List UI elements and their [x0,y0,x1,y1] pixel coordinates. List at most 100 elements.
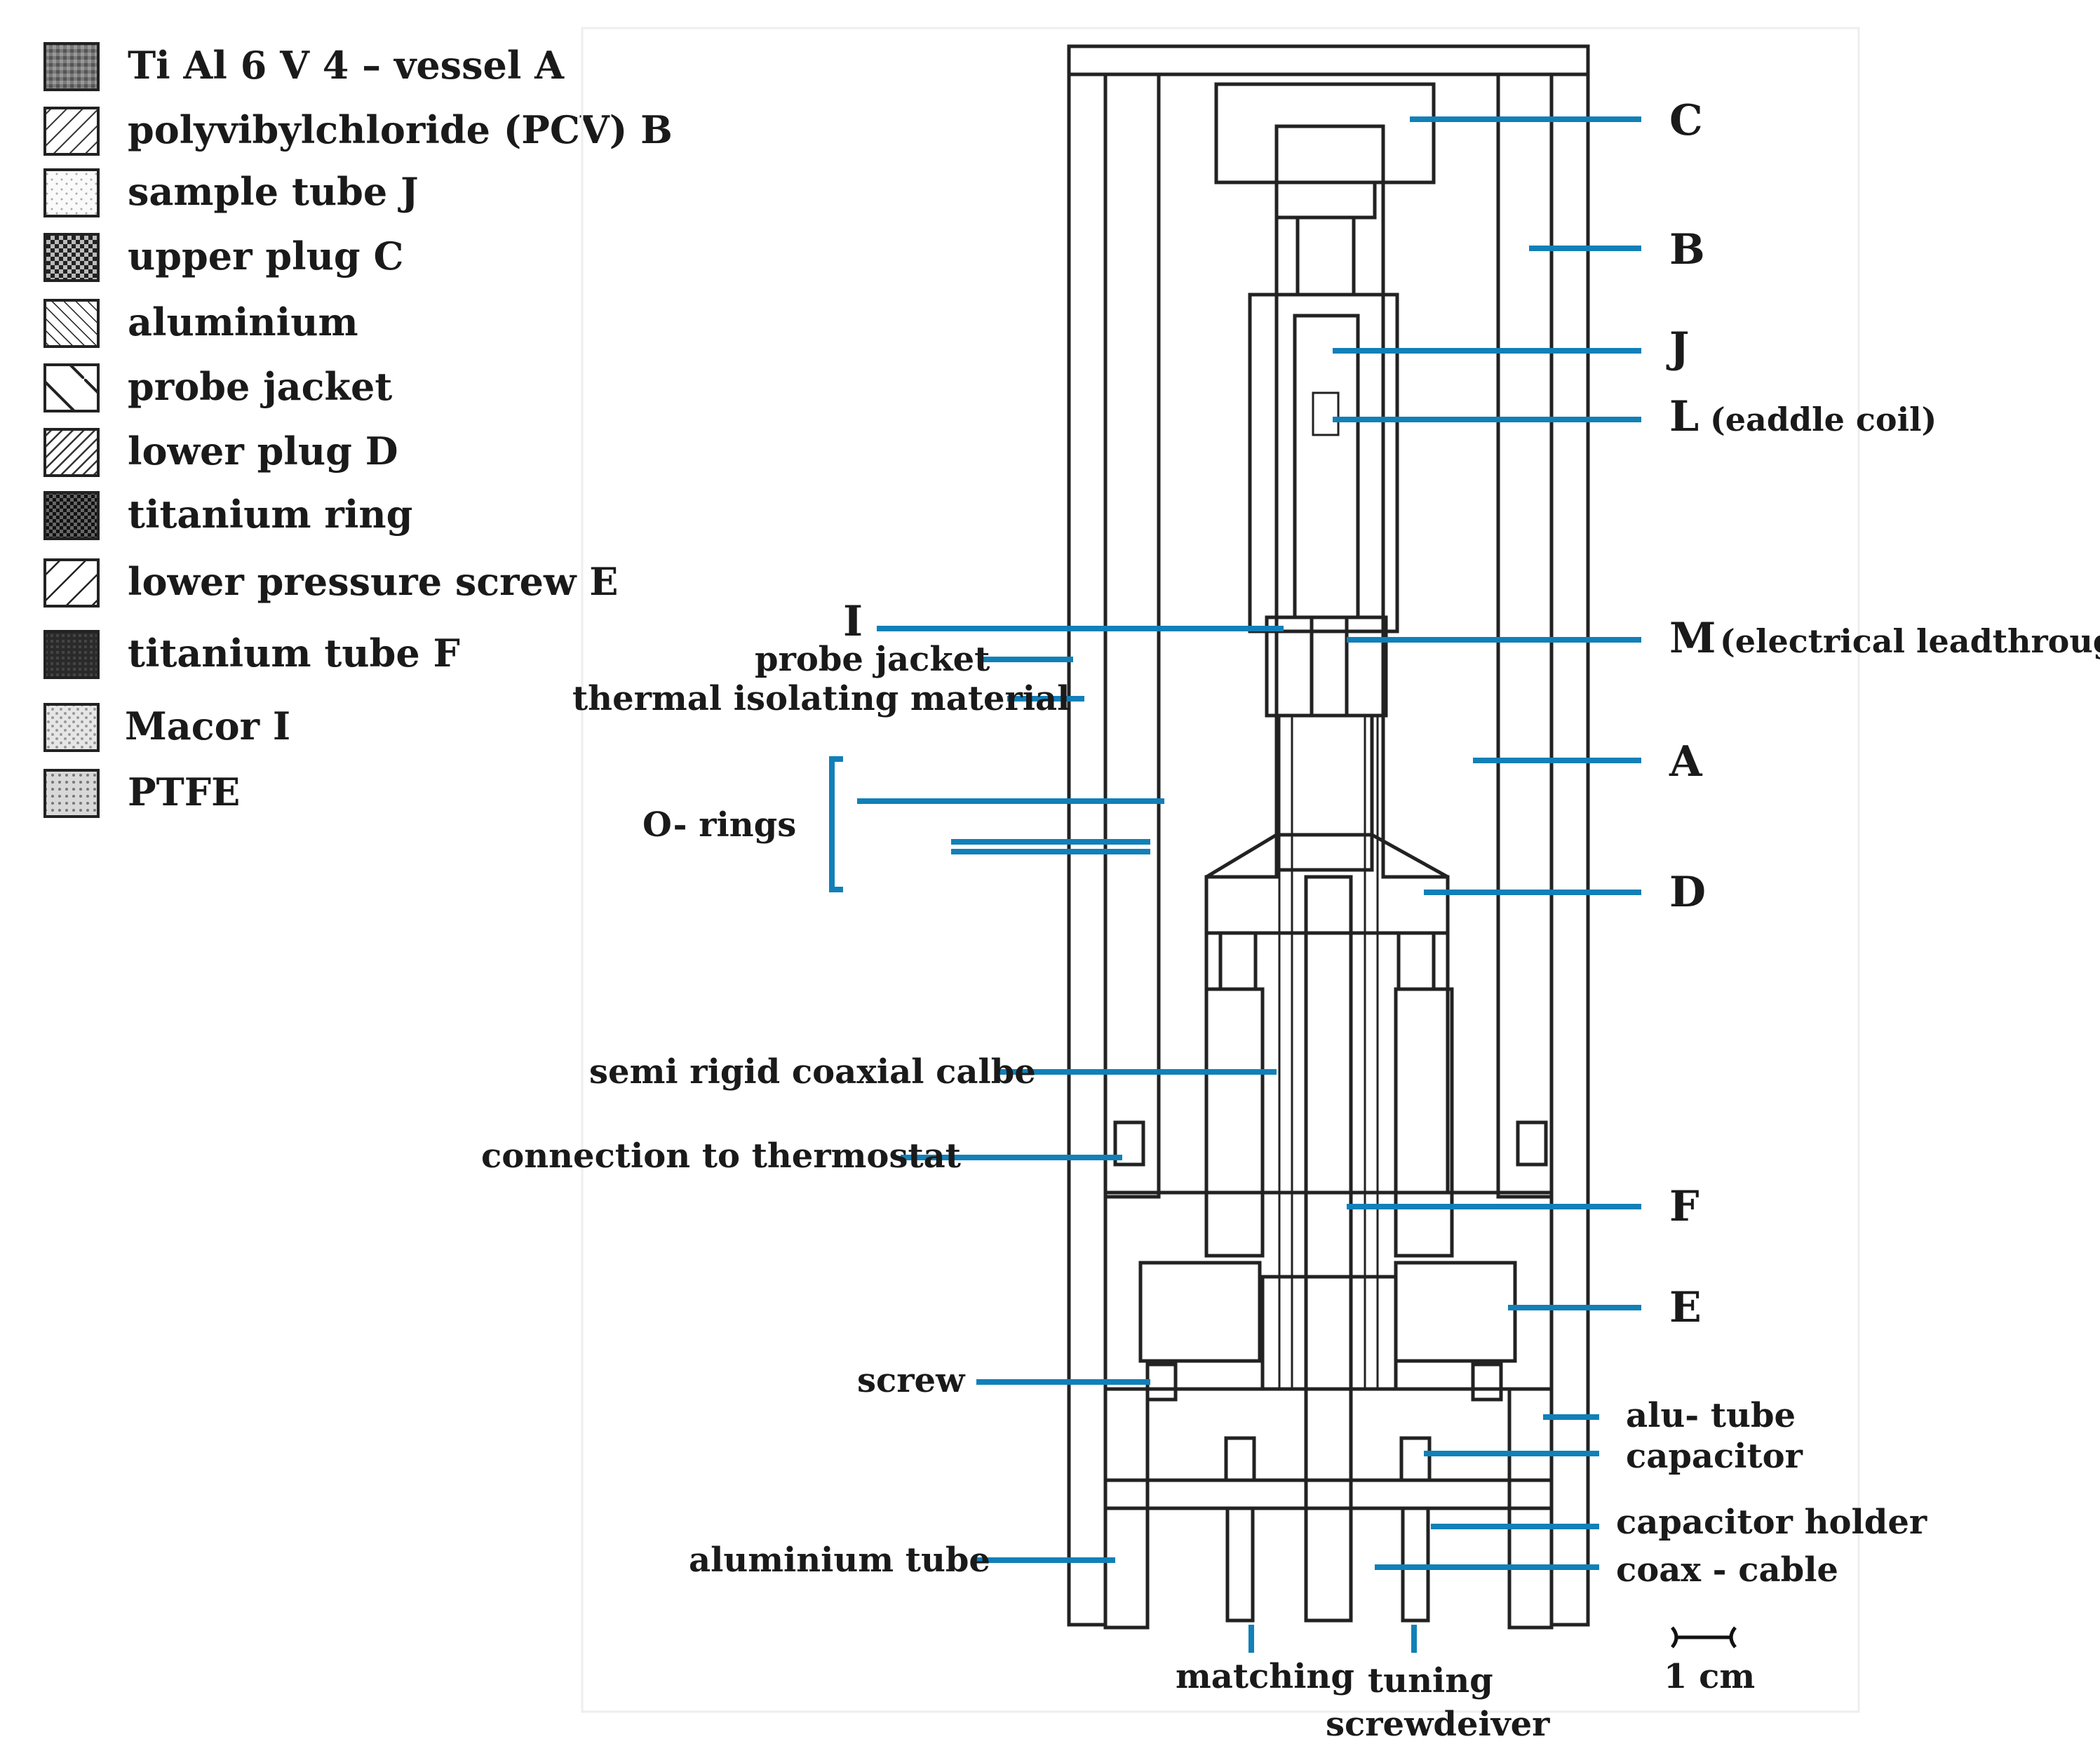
scale-label: 1 cm [1664,1657,1755,1696]
frame [581,27,1860,1713]
legend-swatch [43,703,100,752]
legend-item-tial-vessel: Ti Al 6 V 4 – vessel A [43,42,565,91]
aluminium-tube-right [1507,1387,1554,1630]
legend-label: Ti Al 6 V 4 – vessel A [128,43,565,88]
screw-left [1145,1362,1178,1402]
legend-item-titanium-tube: titanium tube F [43,630,460,679]
legend-label: sample tube J [128,169,419,214]
legend-item-probe-jacket: probe jacket [43,363,392,412]
legend-swatch [43,769,100,818]
legend-swatch [43,630,100,679]
upper-plug-c [1214,82,1436,184]
legend-item-pvc: polyvibylchloride (PCV) B [43,107,673,156]
label-f: F [1669,1182,1699,1231]
top-cap [1067,44,1590,76]
legend-swatch [43,42,100,91]
legend-item-ptfe: PTFE [43,769,240,818]
legend-item-upper-plug: upper plug C [43,233,403,282]
label-coax-cable: coax - cable [1616,1550,1838,1590]
pressure-screw-e-right [1394,1261,1517,1363]
left-labels: I probe jacket thermal isolating materia… [481,597,1070,1580]
capacitor [1399,1436,1432,1482]
coax-left [1278,714,1293,1390]
legend-swatch [43,428,100,477]
label-capacitor: capacitor [1626,1437,1803,1476]
label-d: D [1669,868,1706,917]
label-probe-jacket: probe jacket [755,640,990,679]
label-b: B [1669,225,1705,274]
pvc-left [1103,72,1161,1199]
legend-label: titanium ring [128,492,412,537]
capacitor-holder [1103,1478,1554,1510]
label-l-note: (eaddle coil) [1710,401,1937,438]
aluminium-tube-left [1103,1387,1150,1630]
upper-plug-stem [1295,215,1356,297]
screw-right [1471,1362,1503,1402]
legend-swatch [43,107,100,156]
legend-label: polyvibylchloride (PCV) B [128,107,673,152]
titanium-tube-f [1304,875,1353,1623]
legend-item-sample-tube: sample tube J [43,168,419,217]
legend-label: Macor I [125,704,290,749]
titanium-ring-right [1396,931,1436,991]
legend-label: aluminium [128,300,358,344]
label-matching: matching [1176,1657,1354,1696]
legend-swatch [43,558,100,608]
legend-swatch [43,491,100,540]
label-tuning: tuning [1368,1661,1493,1700]
label-l: L [1669,392,1699,441]
vessel-a [1157,72,1500,1195]
label-semi-rigid: semi rigid coaxial calbe [589,1052,1036,1092]
leader-lines [829,116,1641,1653]
label-aluminium-tube: aluminium tube [689,1541,990,1580]
label-capacitor-holder: capacitor holder [1616,1503,1927,1542]
titanium-ring-left [1218,931,1258,991]
legend-item-lower-plug: lower plug D [43,428,398,477]
screw-sleeve-right [1394,987,1454,1258]
thermostat-port-left [1113,1120,1145,1167]
sample-tube-j [1293,314,1360,619]
label-o-rings: O- rings [642,805,796,845]
matching-shaft [1225,1506,1255,1623]
label-screwdriver: screwdeiver [1326,1705,1550,1744]
label-a: A [1669,737,1703,786]
legend-item-titanium-ring: titanium ring [43,491,412,540]
label-connection: connection to thermostat [481,1136,961,1176]
label-thermal: thermal isolating material [572,679,1070,718]
lower-plug-d [1204,833,1450,935]
center-bore [1260,1275,1398,1391]
label-j: J [1666,323,1689,373]
legend-item-lower-pressure-screw: lower pressure screw E [43,558,618,608]
legend-swatch [43,168,100,217]
right-labels: C B J L (eaddle coil) M (electrical lead… [1616,96,2100,1590]
legend-item-macor: Macor I [43,703,290,752]
o-rings-bracket [829,756,843,892]
bottom-labels: matching tuning screwdeiver 1 cm [1176,1626,1755,1744]
legend-label: lower plug D [128,429,398,474]
legend-label: upper plug C [128,234,403,279]
sample-chamber [1248,293,1399,633]
label-screw: screw [857,1361,966,1400]
label-i: I [843,597,863,646]
upper-plug-neck [1274,180,1377,220]
label-alu-tube: alu- tube [1626,1396,1796,1435]
label-e: E [1669,1283,1702,1332]
saddle-coil-l [1312,391,1340,436]
label-c: C [1669,96,1703,145]
label-m: M [1669,614,1716,663]
capacitor-2 [1224,1436,1256,1482]
probe-drawing [581,27,1860,1713]
legend-item-aluminium: aluminium [43,299,358,348]
legend-label: PTFE [128,770,240,814]
thermostat-port-right [1516,1120,1548,1167]
legend-swatch [43,299,100,348]
probe-jacket-right [1549,72,1590,1627]
legend-swatch [43,363,100,412]
screw-sleeve-left [1204,987,1265,1258]
legend-label: titanium tube F [128,631,460,676]
legend-label: probe jacket [128,364,392,409]
pressure-screw-e-left [1138,1261,1262,1363]
legend-swatch [43,233,100,282]
